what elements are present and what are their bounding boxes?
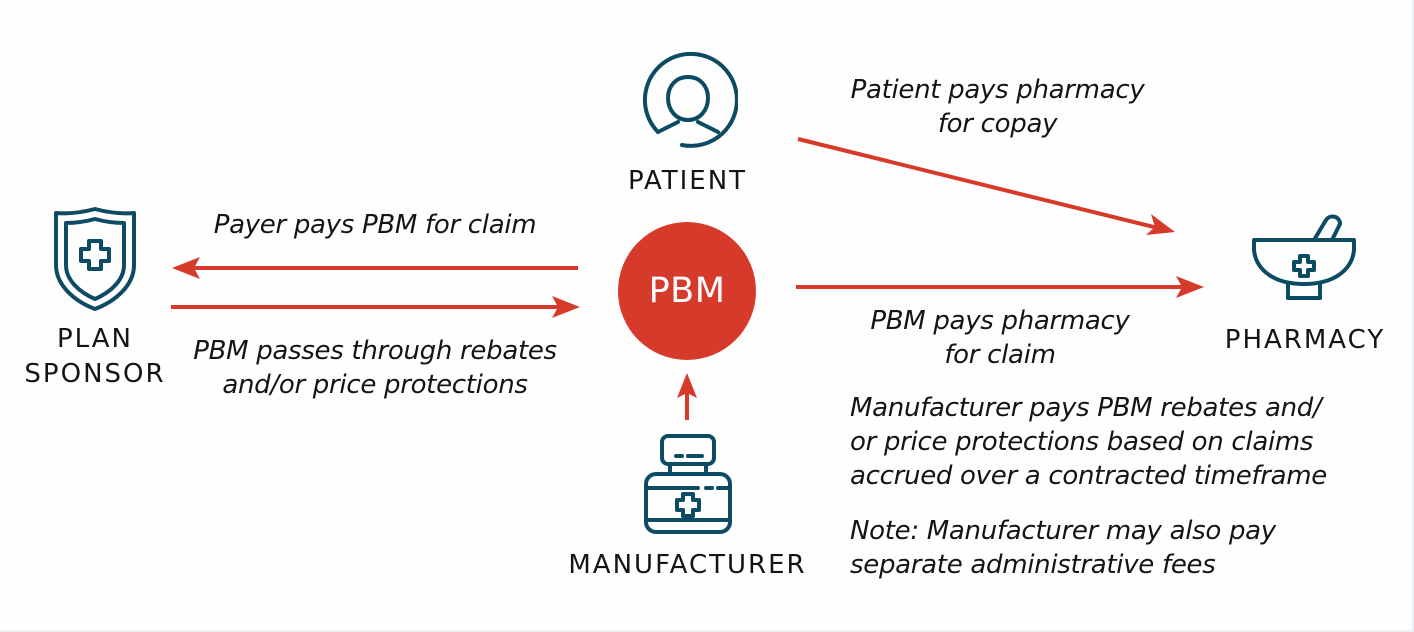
caption-line: Payer pays PBM for claim	[213, 210, 537, 240]
plan-sponsor-label: PLAN SPONSOR	[20, 322, 170, 392]
caption-line: PBM pays pharmacy	[870, 306, 1130, 336]
manufacturer-label: MANUFACTURER	[568, 550, 807, 580]
pbm-node: PBM	[618, 222, 756, 360]
caption-pbm-pays-pharmacy: PBM pays pharmacy for claim	[840, 304, 1160, 372]
medicine-jar-icon	[644, 434, 732, 534]
plan-sponsor-label-line2: SPONSOR	[24, 359, 166, 389]
pharmacy-label: PHARMACY	[1224, 325, 1386, 355]
caption-line: or price protections based on claims	[850, 427, 1314, 457]
caption-line: for claim	[944, 340, 1056, 370]
arrow-payer-pays-pbm	[172, 257, 578, 279]
caption-patient-pays-pharmacy: Patient pays pharmacy for copay	[820, 73, 1175, 141]
arrow-patient-pays-pharmacy	[797, 137, 1175, 235]
pbm-label: PBM	[648, 271, 726, 311]
patient-label: PATIENT	[627, 166, 748, 196]
caption-line: for copay	[937, 109, 1058, 139]
caption-line: Note: Manufacturer may also pay	[850, 516, 1276, 546]
caption-note-admin-fees: Note: Manufacturer may also pay separate…	[850, 514, 1390, 582]
caption-line: separate administrative fees	[850, 550, 1216, 580]
caption-line: accrued over a contracted timeframe	[850, 461, 1327, 491]
caption-manufacturer-pays-pbm: Manufacturer pays PBM rebates and/ or pr…	[850, 391, 1390, 493]
arrow-pbm-pays-pharmacy	[796, 276, 1204, 298]
mortar-pestle-icon	[1252, 214, 1356, 300]
caption-payer-pays-pbm: Payer pays PBM for claim	[185, 208, 565, 242]
caption-line: and/or price protections	[222, 370, 528, 400]
caption-line: Manufacturer pays PBM rebates and/	[850, 393, 1322, 423]
caption-pbm-passes-rebates: PBM passes through rebates and/or price …	[160, 334, 590, 402]
arrow-manufacturer-pays-pbm	[677, 373, 697, 420]
plan-sponsor-label-line1: PLAN	[57, 324, 133, 354]
arrow-pbm-passes-rebates	[171, 296, 580, 318]
person-circle-icon	[642, 52, 738, 148]
shield-cross-icon	[54, 207, 136, 311]
caption-line: Patient pays pharmacy	[850, 75, 1145, 105]
caption-line: PBM passes through rebates	[193, 336, 557, 366]
